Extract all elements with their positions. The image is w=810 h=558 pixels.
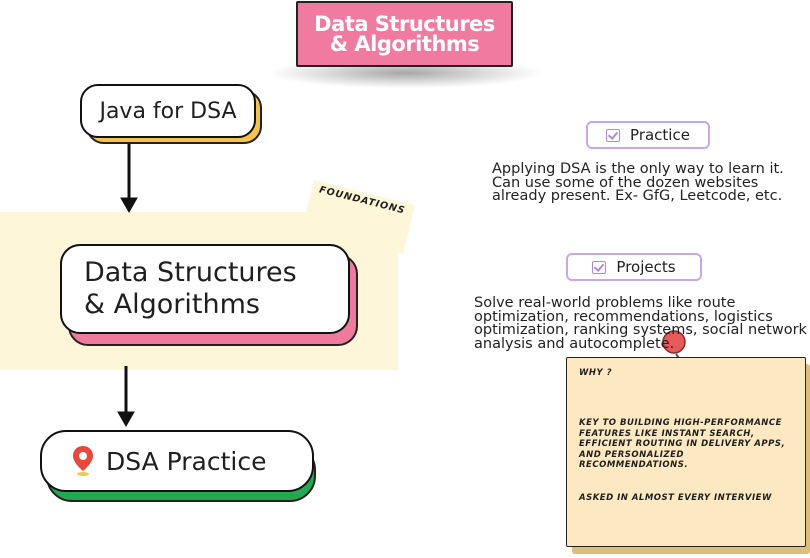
- dsa-node: Data Structures & Algorithms: [60, 244, 350, 334]
- projects-line: optimization, ranking systems, social ne…: [474, 322, 807, 338]
- arrow-java-to-dsa: [120, 140, 138, 214]
- why-sticky-note: WHY ? KEY TO BUILDING HIGH-PERFORMANCE F…: [566, 357, 806, 547]
- diagram-title-text: Data Structures & Algorithms: [314, 12, 495, 56]
- projects-line: optimization, recommendations, logistics: [474, 308, 773, 325]
- projects-tag-label: Projects: [616, 258, 676, 276]
- java-node-label: Java for DSA: [99, 98, 237, 124]
- diagram-title: Data Structures & Algorithms: [296, 1, 513, 67]
- practice-description: Applying DSA is the only way to learn it…: [492, 161, 784, 204]
- dsa-node-label: Data Structures & Algorithms: [84, 257, 297, 320]
- arrow-dsa-to-practice: [117, 366, 135, 428]
- projects-tag: Projects: [566, 253, 702, 281]
- projects-description: Solve real-world problems like route opt…: [474, 295, 810, 352]
- projects-line: Solve real-world problems like route: [474, 295, 736, 311]
- practice-tag-label: Practice: [630, 126, 690, 144]
- checkbox-icon: [592, 260, 607, 274]
- java-for-dsa-node: Java for DSA: [80, 84, 256, 138]
- note-heading: WHY ?: [579, 368, 613, 378]
- checkbox-icon: [606, 128, 621, 142]
- practice-node-label: DSA Practice: [106, 446, 267, 476]
- note-body: KEY TO BUILDING HIGH-PERFORMANCE FEATURE…: [579, 418, 786, 470]
- location-pin-icon: [73, 446, 93, 476]
- practice-tag: Practice: [586, 121, 710, 149]
- projects-line: analysis and autocomplete.: [474, 335, 675, 352]
- note-footer: ASKED IN ALMOST EVERY INTERVIEW: [579, 492, 772, 503]
- dsa-practice-node: DSA Practice: [40, 430, 314, 492]
